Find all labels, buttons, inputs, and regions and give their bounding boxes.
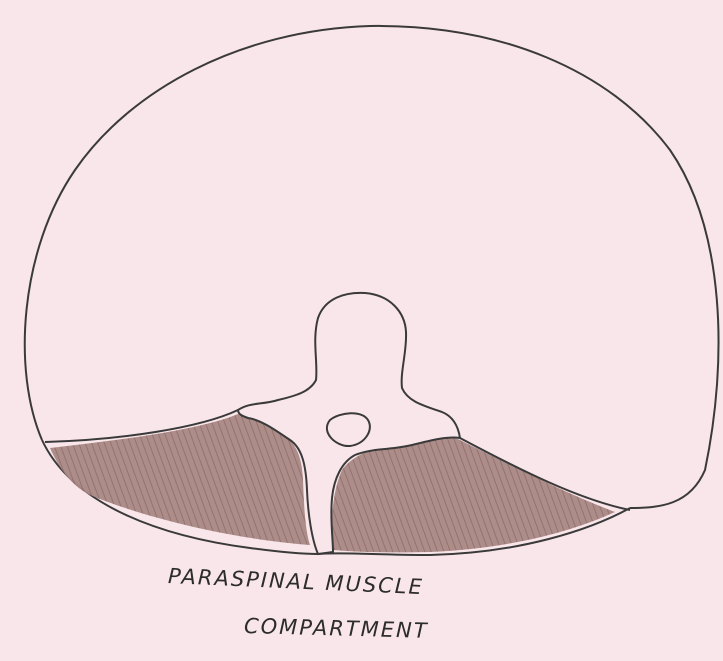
right-paraspinal-muscle — [332, 437, 615, 553]
left-paraspinal-muscle — [50, 414, 310, 545]
caption-line-2: COMPARTMENT — [244, 614, 429, 643]
spinal-canal — [327, 413, 370, 446]
